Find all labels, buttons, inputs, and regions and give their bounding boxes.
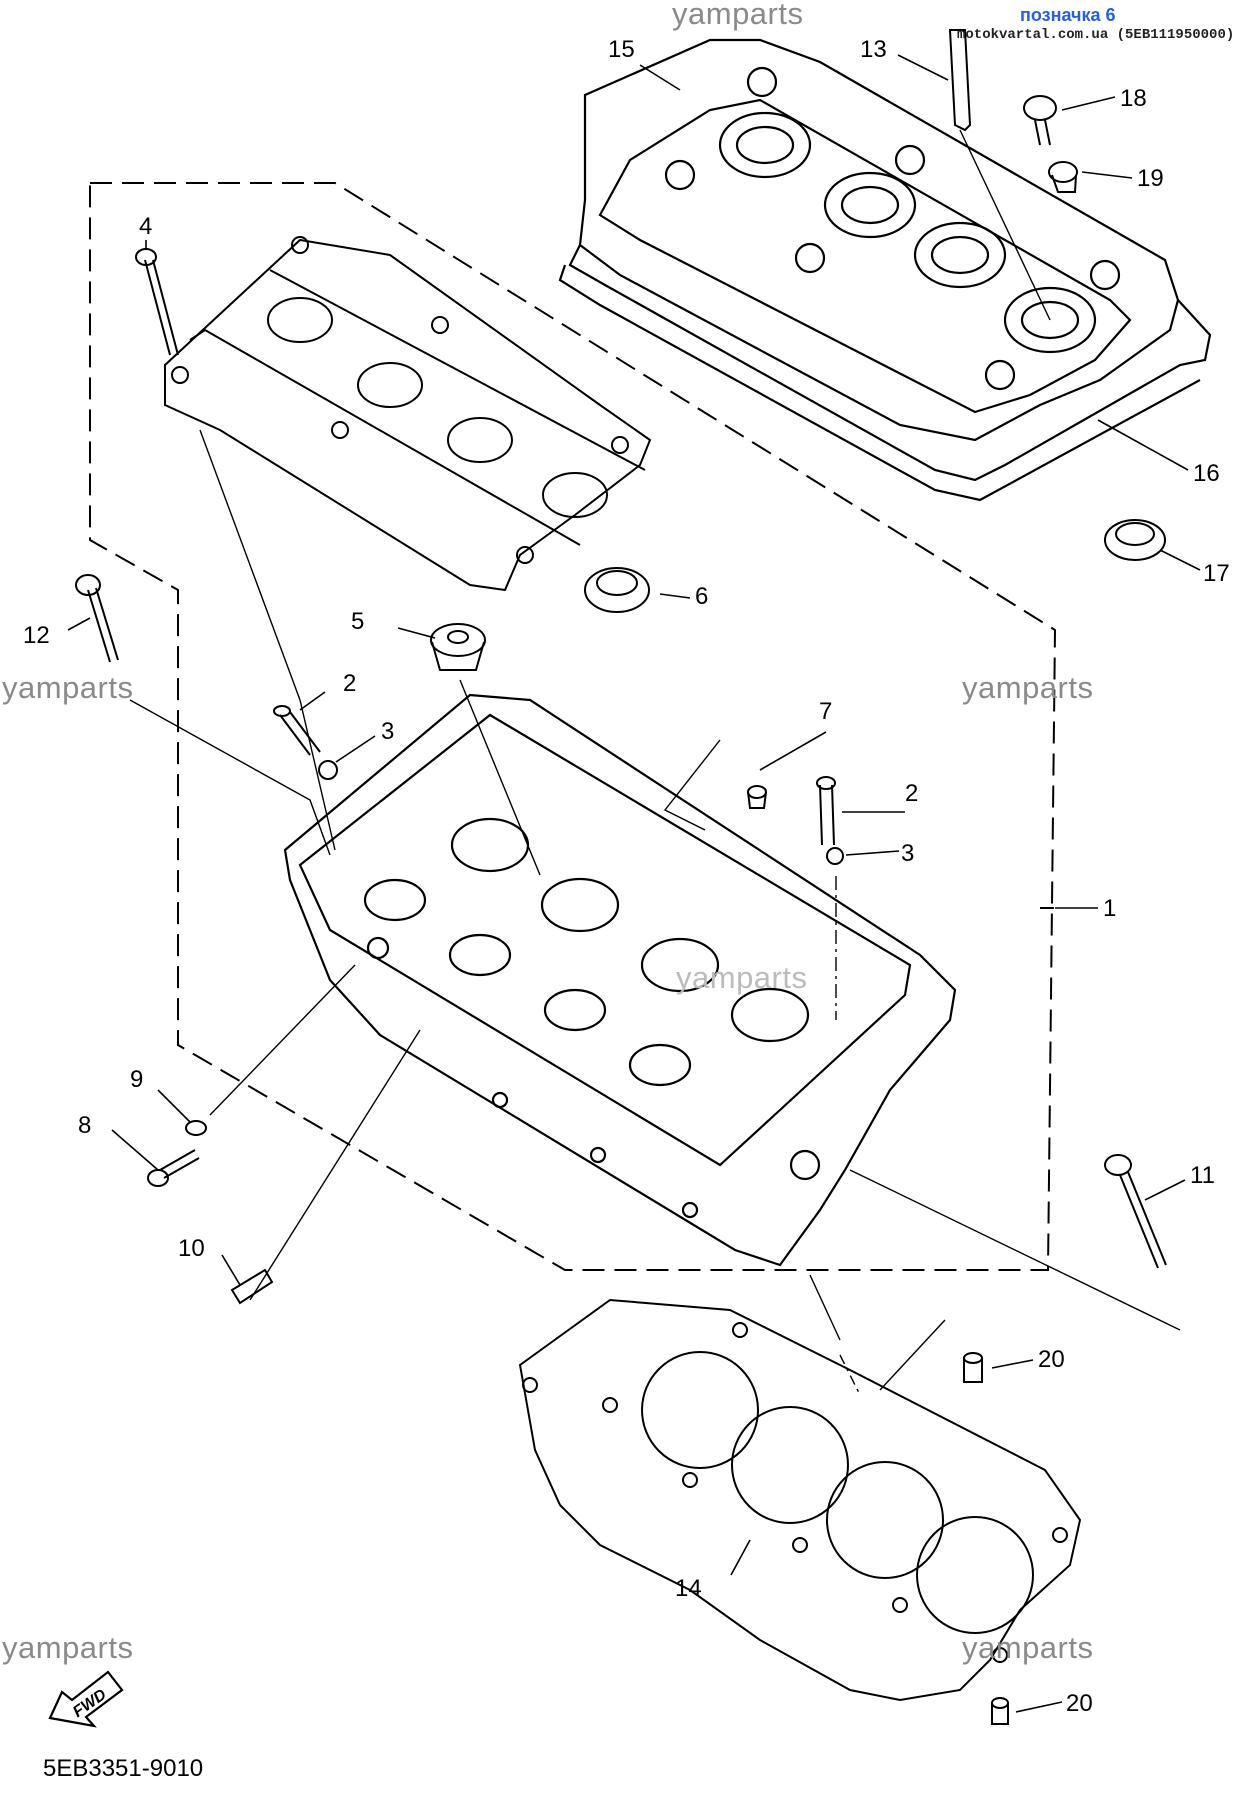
callout-2b: 2 [905, 780, 919, 807]
callout-3a: 3 [381, 718, 395, 745]
callout-2a: 2 [343, 670, 357, 697]
cylinder-head [283, 693, 957, 1267]
callout-9: 9 [130, 1066, 144, 1093]
head-cover [558, 38, 1212, 502]
assembly-group-outline [89, 182, 1057, 1271]
callout-18: 18 [1120, 85, 1147, 112]
head-gasket [518, 1298, 1082, 1702]
callout-20b: 20 [1066, 1690, 1093, 1717]
bolt-4 [135, 248, 179, 356]
grommet-19 [1048, 161, 1078, 193]
valve-guide-2-left [273, 705, 321, 756]
dowel-7 [747, 785, 767, 809]
callout-15: 15 [608, 36, 635, 63]
callout-1: 1 [1103, 895, 1117, 922]
bolt-11 [1104, 1154, 1167, 1269]
callout-20a: 20 [1038, 1346, 1065, 1373]
callout-10: 10 [178, 1235, 205, 1262]
washer-9 [185, 1120, 207, 1136]
circlip-3-left [318, 760, 338, 780]
reference-line-gasket [839, 1354, 861, 1396]
watermark-top: yamparts [672, 0, 804, 31]
watermark-bottom-right: yamparts [962, 1630, 1094, 1665]
watermark-left: yamparts [2, 670, 134, 705]
dowel-20-upper [963, 1352, 983, 1383]
callout-5: 5 [351, 608, 365, 635]
callout-17: 17 [1203, 560, 1230, 587]
callout-11: 11 [1190, 1162, 1215, 1189]
callout-19: 19 [1137, 165, 1164, 192]
fwd-arrow: FWD [48, 1670, 124, 1728]
callout-7: 7 [819, 698, 833, 725]
seal-17 [1104, 519, 1166, 561]
dowel-20-lower [991, 1697, 1009, 1725]
callout-13: 13 [860, 36, 887, 63]
bolt-12 [75, 574, 119, 663]
watermark-center: yamparts [676, 960, 808, 995]
circlip-3-right [826, 847, 844, 865]
seal-6 [584, 567, 650, 613]
watermark-right: yamparts [962, 670, 1094, 705]
camshaft-holder [164, 236, 652, 592]
callout-6: 6 [695, 583, 709, 610]
callout-4: 4 [139, 213, 153, 240]
spark-plug-13 [948, 29, 972, 132]
tag-label: позначка 6 [1020, 5, 1116, 25]
valve-guide-2-right [816, 776, 836, 846]
leader-lines [67, 54, 1201, 1713]
callout-8: 8 [78, 1112, 92, 1139]
callout-3b: 3 [901, 840, 915, 867]
source-label: motokvartal.com.ua (5EB111950000) [957, 27, 1235, 43]
assembly-lines [129, 129, 1181, 1391]
callout-16: 16 [1193, 460, 1220, 487]
callout-14: 14 [675, 1575, 702, 1602]
plug-5 [430, 623, 486, 671]
watermark-bottom-left: yamparts [2, 1630, 134, 1665]
stud-10 [230, 1268, 274, 1305]
diagram-code: 5EB3351-9010 [43, 1755, 204, 1782]
bolt-18 [1023, 95, 1057, 146]
callout-12: 12 [23, 622, 50, 649]
